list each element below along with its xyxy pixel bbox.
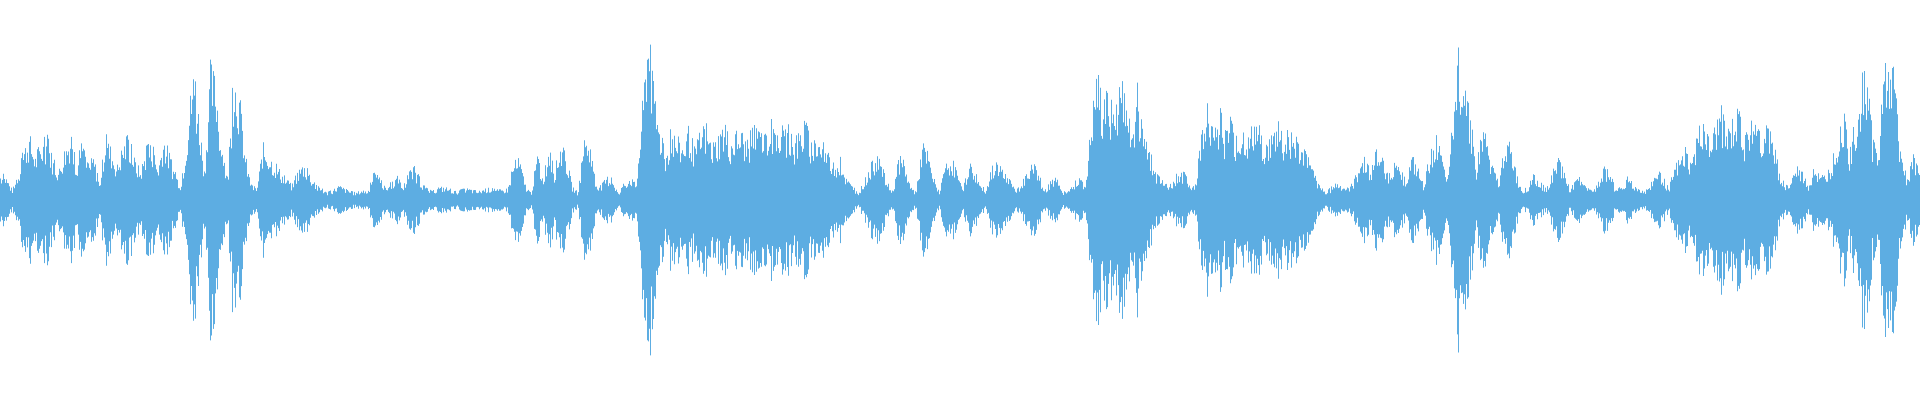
waveform-lines bbox=[0, 44, 1920, 356]
